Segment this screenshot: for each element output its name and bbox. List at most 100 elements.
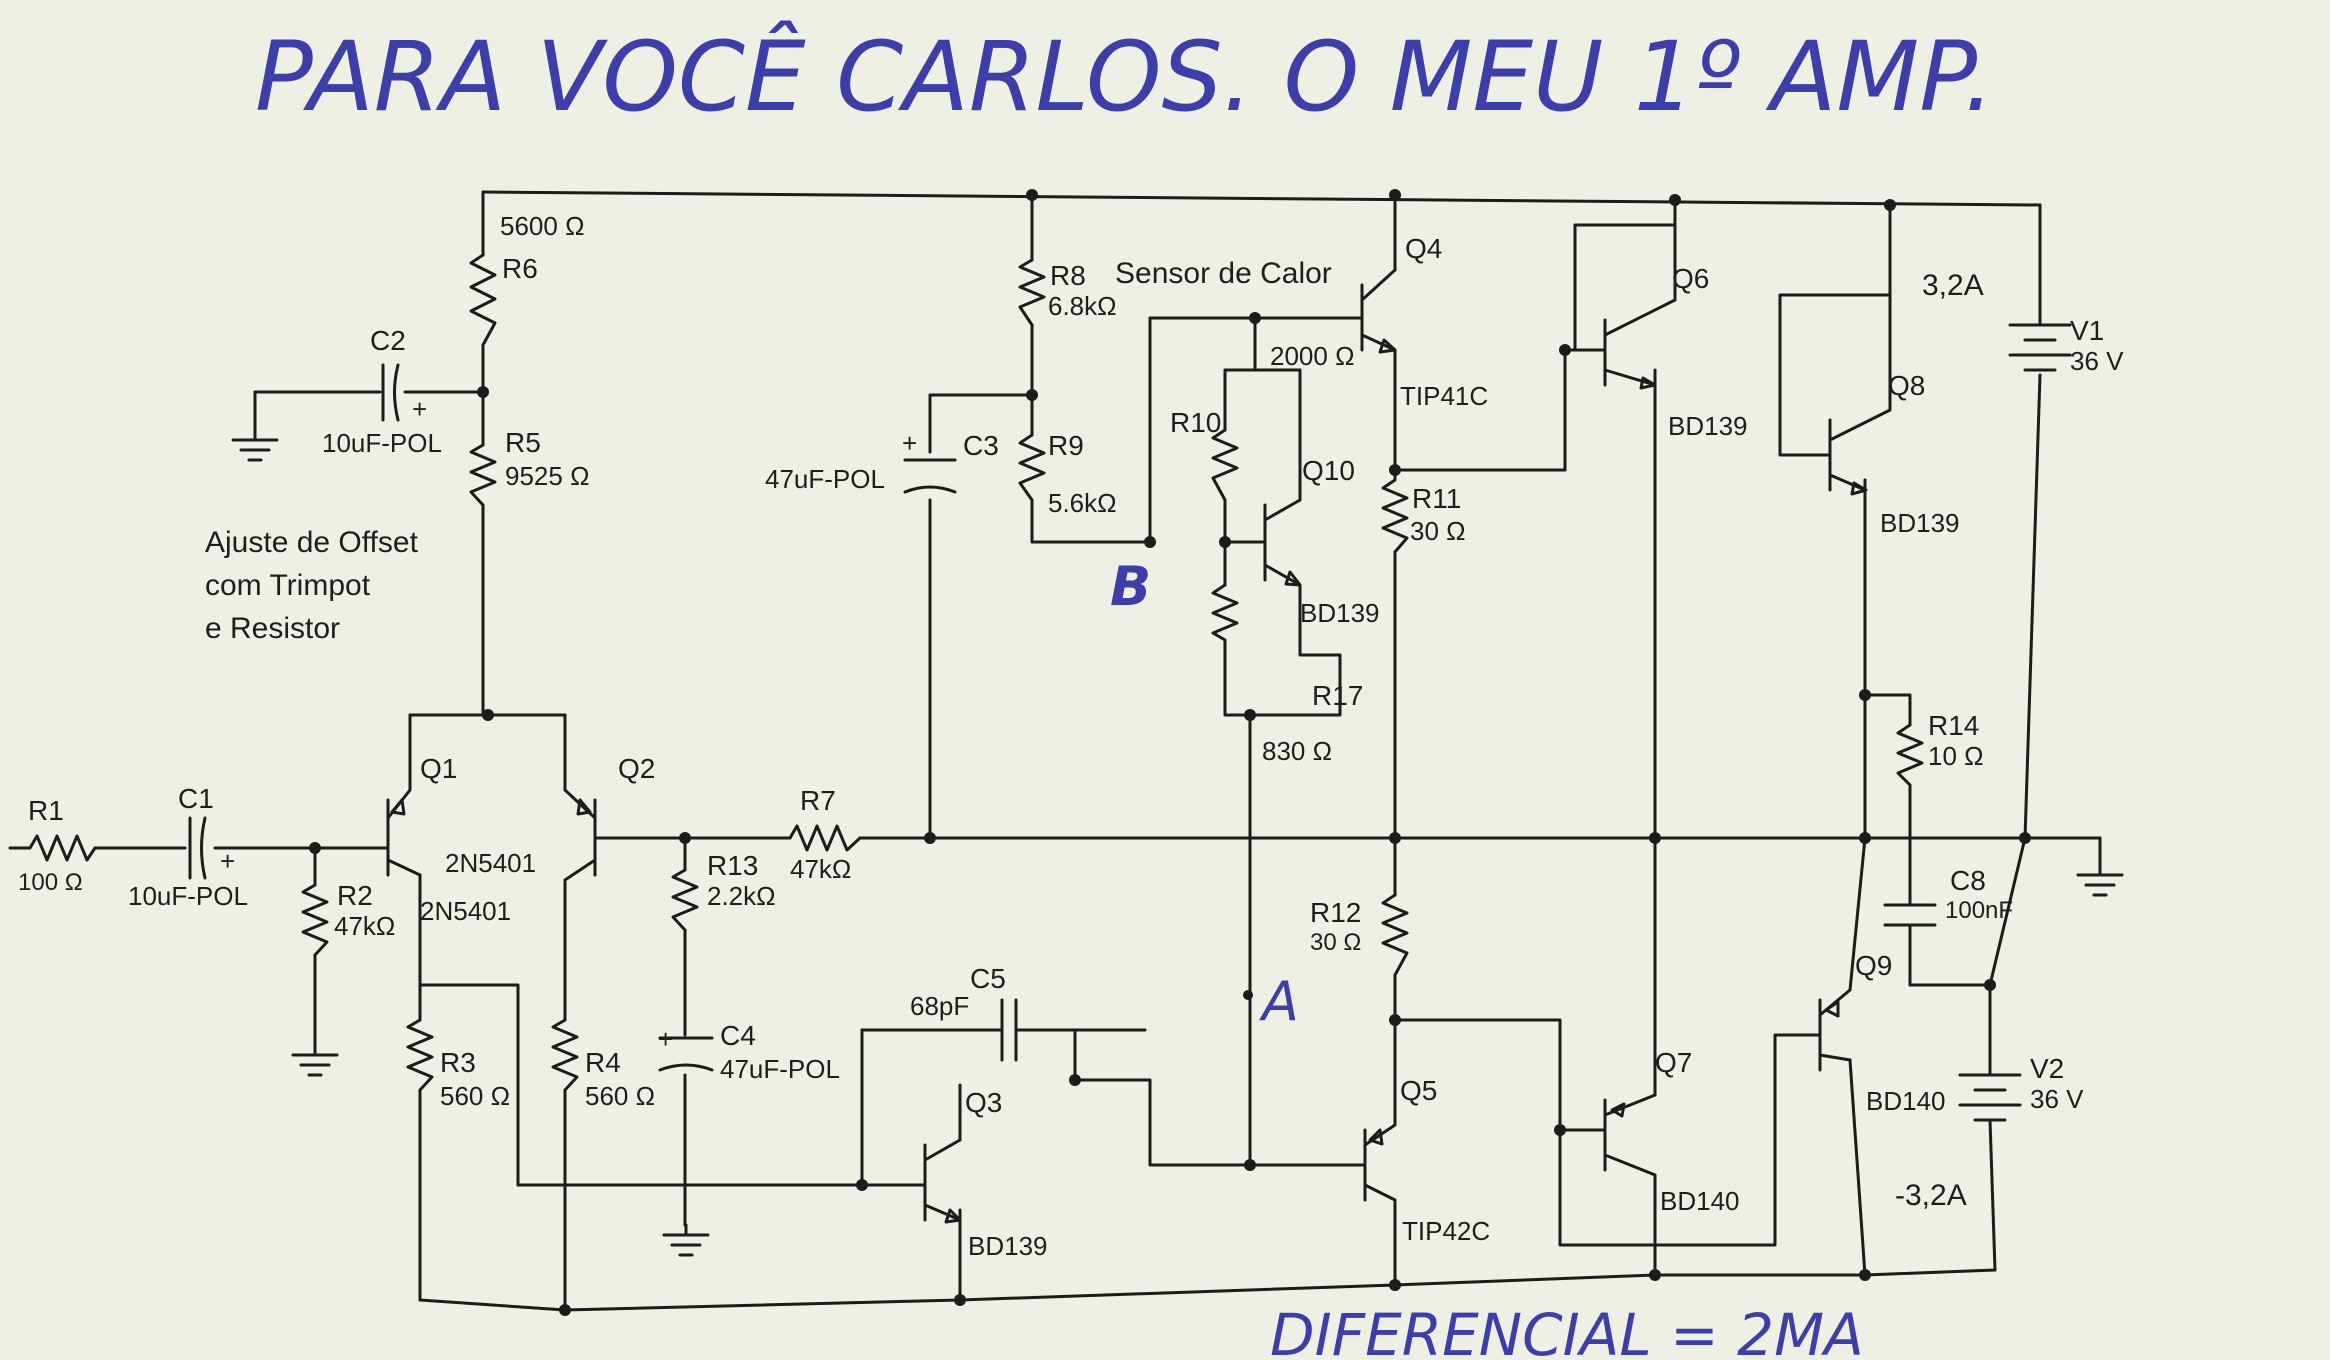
transistor-q9 (1818, 988, 1852, 1072)
value-r17: 830 Ω (1262, 736, 1332, 766)
resistor-r3 (406, 1018, 434, 1092)
capacitor-c2 (381, 363, 400, 422)
label-q3: Q3 (965, 1087, 1002, 1118)
handwritten-footer: DIFERENCIAL = 2MA (1270, 1301, 1864, 1360)
value-c1: 10uF-POL (128, 881, 248, 911)
value-r11: 30 Ω (1410, 516, 1466, 546)
offset-note-line3: e Resistor (205, 612, 340, 645)
transistor-q10 (1263, 498, 1342, 657)
label-c1: C1 (178, 783, 214, 814)
transistor-q4 (1360, 268, 1397, 354)
wires (93, 190, 2102, 1312)
label-r1: R1 (28, 795, 64, 826)
resistor-r1 (8, 834, 97, 862)
negative-current-note: -3,2A (1895, 1179, 1967, 1212)
value-r13: 2.2kΩ (707, 881, 776, 911)
resistor-r5 (469, 443, 497, 507)
resistor-r9 (1018, 433, 1046, 502)
label-c4: C4 (720, 1020, 756, 1051)
label-q6: Q6 (1672, 263, 1709, 294)
label-r5: R5 (505, 427, 541, 458)
offset-note-line2: com Trimpot (205, 569, 371, 602)
capacitor-c1 (188, 816, 207, 880)
label-r3: R3 (440, 1047, 476, 1078)
value-r8: 6.8kΩ (1048, 291, 1117, 321)
label-q7: Q7 (1655, 1047, 1692, 1078)
value-r14: 10 Ω (1928, 741, 1984, 771)
label-q1: Q1 (420, 753, 457, 784)
label-q4: Q4 (1405, 233, 1442, 264)
ground-symbol-c4 (662, 1223, 710, 1257)
transistor-q1 (373, 788, 422, 877)
resistor-r14 (1896, 723, 1924, 787)
value-r5: 9525 Ω (505, 461, 590, 491)
value-r7: 47kΩ (790, 854, 851, 884)
value-r3: 560 Ω (440, 1081, 510, 1111)
value-q6: BD139 (1668, 411, 1748, 441)
label-r7: R7 (800, 785, 836, 816)
label-c5: C5 (970, 963, 1006, 994)
label-q10: Q10 (1302, 455, 1355, 486)
value-q3: BD139 (968, 1231, 1048, 1261)
transistor-q7 (1603, 1093, 1657, 1177)
transistor-q8 (1828, 203, 1892, 496)
label-r2: R2 (337, 880, 373, 911)
handwritten-point-a: A (1259, 970, 1299, 1033)
value-q7: BD140 (1660, 1186, 1740, 1216)
value-r1: 100 Ω (18, 869, 83, 896)
resistor-r4 (551, 1018, 579, 1092)
label-q8: Q8 (1888, 370, 1925, 401)
value-r9: 5.6kΩ (1048, 488, 1117, 518)
positive-current-note: 3,2A (1922, 269, 1984, 302)
label-r13: R13 (707, 850, 758, 881)
resistor-r11 (1381, 468, 1409, 554)
ground-symbol-r2 (291, 1053, 339, 1077)
transistor-q6 (1603, 298, 1677, 390)
label-c3: C3 (963, 430, 999, 461)
battery-v2 (1958, 1073, 2022, 1122)
label-r11: R11 (1412, 483, 1461, 514)
label-c8: C8 (1950, 865, 1986, 896)
capacitor-c5 (998, 998, 1077, 1062)
polarity-marks: + + + + (220, 394, 917, 1054)
resistor-r7 (788, 824, 862, 852)
value-c5: 68pF (910, 991, 969, 1021)
label-r8: R8 (1050, 260, 1086, 291)
value-r10: 2000 Ω (1270, 341, 1355, 371)
resistor-r8 (1018, 258, 1046, 327)
label-q9: Q9 (1855, 950, 1892, 981)
value-q5: TIP42C (1402, 1216, 1490, 1246)
junction-dots (309, 189, 2031, 1316)
label-r17: R17 (1312, 680, 1363, 711)
capacitor-c3 (903, 458, 957, 494)
label-v2: V2 (2030, 1053, 2064, 1084)
value-v2: 36 V (2030, 1084, 2084, 1114)
label-v1: V1 (2070, 315, 2104, 346)
value-q8: BD139 (1880, 508, 1960, 538)
value-q4: TIP41C (1400, 381, 1488, 411)
value-r12: 30 Ω (1310, 929, 1361, 956)
label-r4: R4 (585, 1047, 621, 1078)
svg-text:+: + (220, 846, 235, 876)
value-c8: 100nF (1945, 897, 2013, 924)
label-c2: C2 (370, 325, 406, 356)
value-v1: 36 V (2070, 346, 2124, 376)
resistor-r17 (1211, 583, 1239, 642)
resistor-r10 (1211, 428, 1239, 502)
ground-symbol-output (2076, 866, 2124, 897)
label-r14: R14 (1928, 710, 1979, 741)
label-r12: R12 (1310, 897, 1361, 928)
label-q2: Q2 (618, 753, 655, 784)
resistor-r6 (469, 253, 497, 347)
heat-sensor-note: Sensor de Calor (1115, 257, 1332, 290)
svg-text:+: + (658, 1024, 673, 1054)
battery-v1 (2008, 323, 2072, 372)
value-r2: 47kΩ (334, 911, 395, 941)
offset-note-line1: Ajuste de Offset (205, 526, 419, 559)
value-c4: 47uF-POL (720, 1054, 840, 1084)
component-labels: R1 100 Ω C1 10uF-POL R2 47kΩ C2 10uF-POL… (18, 211, 2124, 1261)
handwritten-title: PARA VOCÊ CARLOS. O MEU 1º AMP. (255, 20, 1994, 133)
label-r10: R10 (1170, 407, 1221, 438)
